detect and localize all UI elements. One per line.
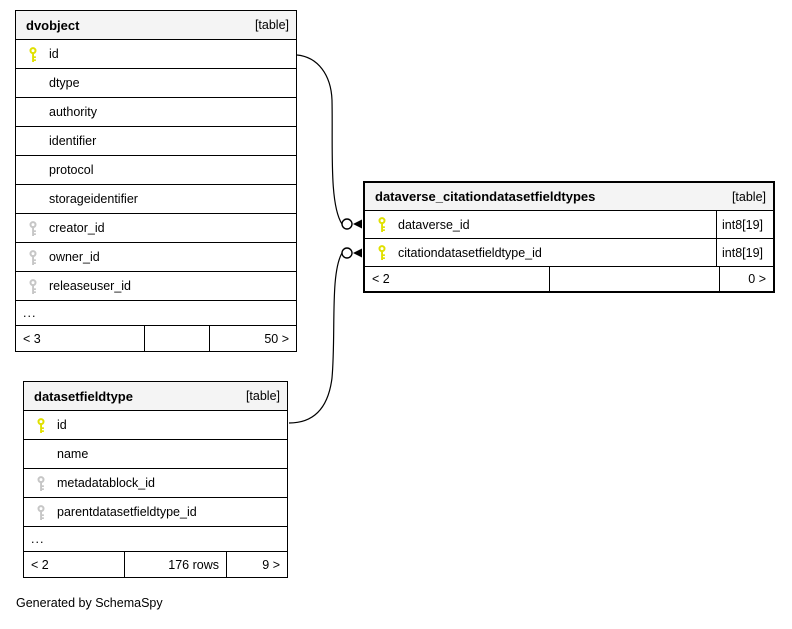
footer-rows-count xyxy=(549,267,719,291)
relation-arrowhead xyxy=(353,219,362,229)
column-row-id: id xyxy=(24,411,287,440)
footer-rows-count xyxy=(144,326,209,351)
column-name: id xyxy=(57,418,67,432)
no-key-spacer xyxy=(37,447,45,462)
table-footer: < 2 0 > xyxy=(365,267,773,291)
hidden-columns-ellipsis: ... xyxy=(16,301,296,326)
primary-key-icon xyxy=(29,46,37,62)
column-row-id: id xyxy=(16,40,296,69)
table-header-dataverse-citationdatasetfieldtypes[interactable]: dataverse_citationdatasetfieldtypes [tab… xyxy=(365,183,773,211)
primary-key-icon xyxy=(378,217,386,232)
table-datasetfieldtype: datasetfieldtype [table] id name metadat… xyxy=(23,381,288,578)
column-row-parentdatasetfieldtype-id: parentdatasetfieldtype_id xyxy=(24,498,287,527)
column-name: owner_id xyxy=(49,250,100,264)
table-header-dvobject[interactable]: dvobject [table] xyxy=(16,11,296,40)
relation-endpoint-circle xyxy=(341,218,353,230)
table-type-badge: [table] xyxy=(731,189,766,204)
table-title[interactable]: datasetfieldtype xyxy=(34,388,133,404)
column-name: protocol xyxy=(49,163,94,177)
column-row-releaseuser-id: releaseuser_id xyxy=(16,272,296,301)
column-name: name xyxy=(57,447,89,461)
column-row-dtype: dtype xyxy=(16,69,296,98)
column-row-identifier: identifier xyxy=(16,127,296,156)
column-type: int8[19] xyxy=(716,211,773,238)
table-dataverse-citationdatasetfieldtypes: dataverse_citationdatasetfieldtypes [tab… xyxy=(363,181,775,293)
column-row-authority: authority xyxy=(16,98,296,127)
generated-by-note: Generated by SchemaSpy xyxy=(16,596,163,610)
foreign-key-icon xyxy=(29,249,37,265)
table-footer: < 3 50 > xyxy=(16,326,296,351)
table-header-datasetfieldtype[interactable]: datasetfieldtype [table] xyxy=(24,382,287,411)
footer-rows-count: 176 rows xyxy=(124,552,226,577)
footer-children-count: 50 > xyxy=(209,326,296,351)
relation-arrowhead xyxy=(353,248,362,258)
column-row-name: name xyxy=(24,440,287,469)
column-name: metadatablock_id xyxy=(57,476,155,490)
column-row-metadatablock-id: metadatablock_id xyxy=(24,469,287,498)
column-row-citationdatasetfieldtype-id: citationdatasetfieldtype_id int8[19] xyxy=(365,239,773,267)
footer-parents-count: < 3 xyxy=(23,331,41,346)
primary-key-icon xyxy=(378,245,386,260)
table-title[interactable]: dvobject xyxy=(26,17,80,33)
column-name: dtype xyxy=(49,76,80,90)
table-dvobject: dvobject [table] id dtype authority iden… xyxy=(15,10,297,352)
column-name: citationdatasetfieldtype_id xyxy=(398,245,542,260)
table-title[interactable]: dataverse_citationdatasetfieldtypes xyxy=(375,189,596,204)
hidden-columns-ellipsis: ... xyxy=(24,527,287,552)
relation-datasetfieldtype-to-join-table xyxy=(288,252,343,424)
column-name: releaseuser_id xyxy=(49,279,131,293)
no-key-spacer xyxy=(29,163,37,178)
column-row-dataverse-id: dataverse_id int8[19] xyxy=(365,211,773,239)
foreign-key-icon xyxy=(29,220,37,236)
table-type-badge: [table] xyxy=(254,18,289,32)
no-key-spacer xyxy=(29,192,37,207)
foreign-key-icon xyxy=(37,475,45,491)
column-row-storageidentifier: storageidentifier xyxy=(16,185,296,214)
foreign-key-icon xyxy=(29,278,37,294)
column-name: parentdatasetfieldtype_id xyxy=(57,505,197,519)
column-name: storageidentifier xyxy=(49,192,138,206)
column-row-protocol: protocol xyxy=(16,156,296,185)
footer-children-count: 9 > xyxy=(226,552,287,577)
relation-endpoint-circle xyxy=(341,247,353,259)
column-type: int8[19] xyxy=(716,239,773,266)
no-key-spacer xyxy=(29,105,37,120)
footer-children-count: 0 > xyxy=(719,267,773,291)
column-name: authority xyxy=(49,105,97,119)
table-footer: < 2 176 rows 9 > xyxy=(24,552,287,577)
column-name: creator_id xyxy=(49,221,105,235)
footer-parents-count: < 2 xyxy=(372,272,390,286)
column-row-creator-id: creator_id xyxy=(16,214,296,243)
column-row-owner-id: owner_id xyxy=(16,243,296,272)
no-key-spacer xyxy=(29,134,37,149)
table-type-badge: [table] xyxy=(245,389,280,403)
relation-dvobject-to-join-table xyxy=(296,54,343,225)
footer-parents-count: < 2 xyxy=(31,557,49,572)
column-name: dataverse_id xyxy=(398,217,470,232)
column-name: id xyxy=(49,47,59,61)
column-name: identifier xyxy=(49,134,97,148)
no-key-spacer xyxy=(29,76,37,91)
foreign-key-icon xyxy=(37,504,45,520)
primary-key-icon xyxy=(37,417,45,433)
